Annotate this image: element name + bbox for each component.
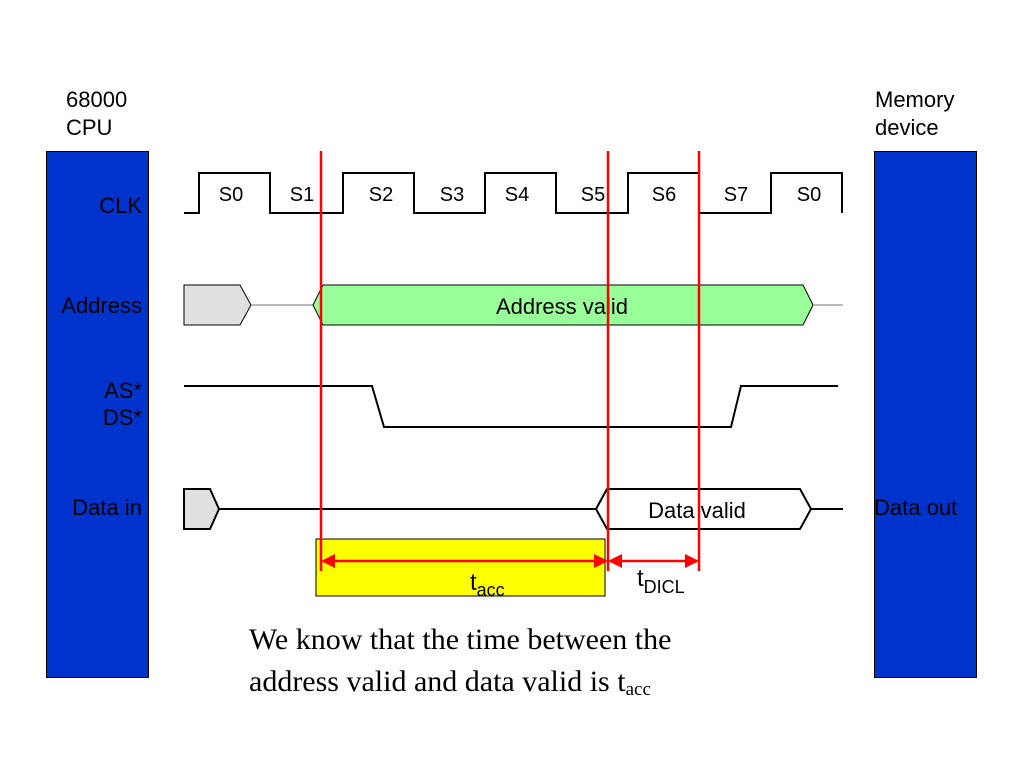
address-idle-segment bbox=[183, 284, 252, 326]
t-dicl-arrow-head-left bbox=[608, 554, 622, 568]
clk-waveform bbox=[184, 172, 843, 214]
memory-bar bbox=[874, 151, 977, 678]
clock-state-4: S4 bbox=[505, 184, 529, 206]
caption-line2: address valid and data valid is tacc bbox=[249, 664, 651, 708]
memory-label-line2: device bbox=[875, 115, 939, 140]
ds-label: DS* bbox=[102, 405, 142, 430]
cpu-label-line1: 68000 bbox=[66, 87, 128, 112]
cpu-bar bbox=[46, 151, 149, 678]
clock-state-5: S5 bbox=[581, 184, 605, 206]
t-dicl-arrow-head-right bbox=[685, 554, 699, 568]
memory-label-line1: Memory bbox=[875, 87, 955, 112]
data-idle-segment bbox=[183, 488, 221, 530]
as-ds-waveform bbox=[184, 385, 838, 428]
data-out-label: Data out bbox=[874, 495, 958, 520]
address-valid-label: Address valid bbox=[496, 294, 628, 319]
clock-state-0: S0 bbox=[219, 184, 243, 206]
caption-line2-text: address valid and data valid is t bbox=[249, 665, 626, 698]
data-in-label: Data in bbox=[72, 495, 142, 520]
clock-state-2: S2 bbox=[369, 184, 393, 206]
clock-state-6: S6 bbox=[652, 184, 676, 206]
t-acc-arrow-head-right bbox=[594, 554, 608, 568]
address-label: Address bbox=[61, 293, 142, 318]
caption-line2-sub: acc bbox=[625, 679, 651, 700]
data-valid-label: Data valid bbox=[648, 498, 746, 523]
t-dicl-label: tDICL bbox=[637, 565, 685, 597]
clock-state-7: S7 bbox=[724, 184, 748, 206]
cpu-label-line2: CPU bbox=[66, 115, 113, 140]
arrow-heads bbox=[321, 554, 699, 568]
clock-state-labels: S0 S1 S2 S3 S4 S5 S6 S7 S0 bbox=[219, 184, 821, 206]
t-acc-arrow-head-left bbox=[321, 554, 335, 568]
t-acc-highlight bbox=[315, 538, 606, 597]
clk-label: CLK bbox=[99, 193, 142, 218]
clock-state-8: S0 bbox=[797, 184, 821, 206]
clock-state-3: S3 bbox=[440, 184, 464, 206]
t-acc-label: tacc bbox=[470, 569, 505, 600]
clock-state-1: S1 bbox=[290, 184, 314, 206]
as-label: AS* bbox=[104, 378, 142, 403]
timing-markers bbox=[319, 151, 701, 571]
caption-line1: We know that the time between the bbox=[249, 623, 672, 656]
